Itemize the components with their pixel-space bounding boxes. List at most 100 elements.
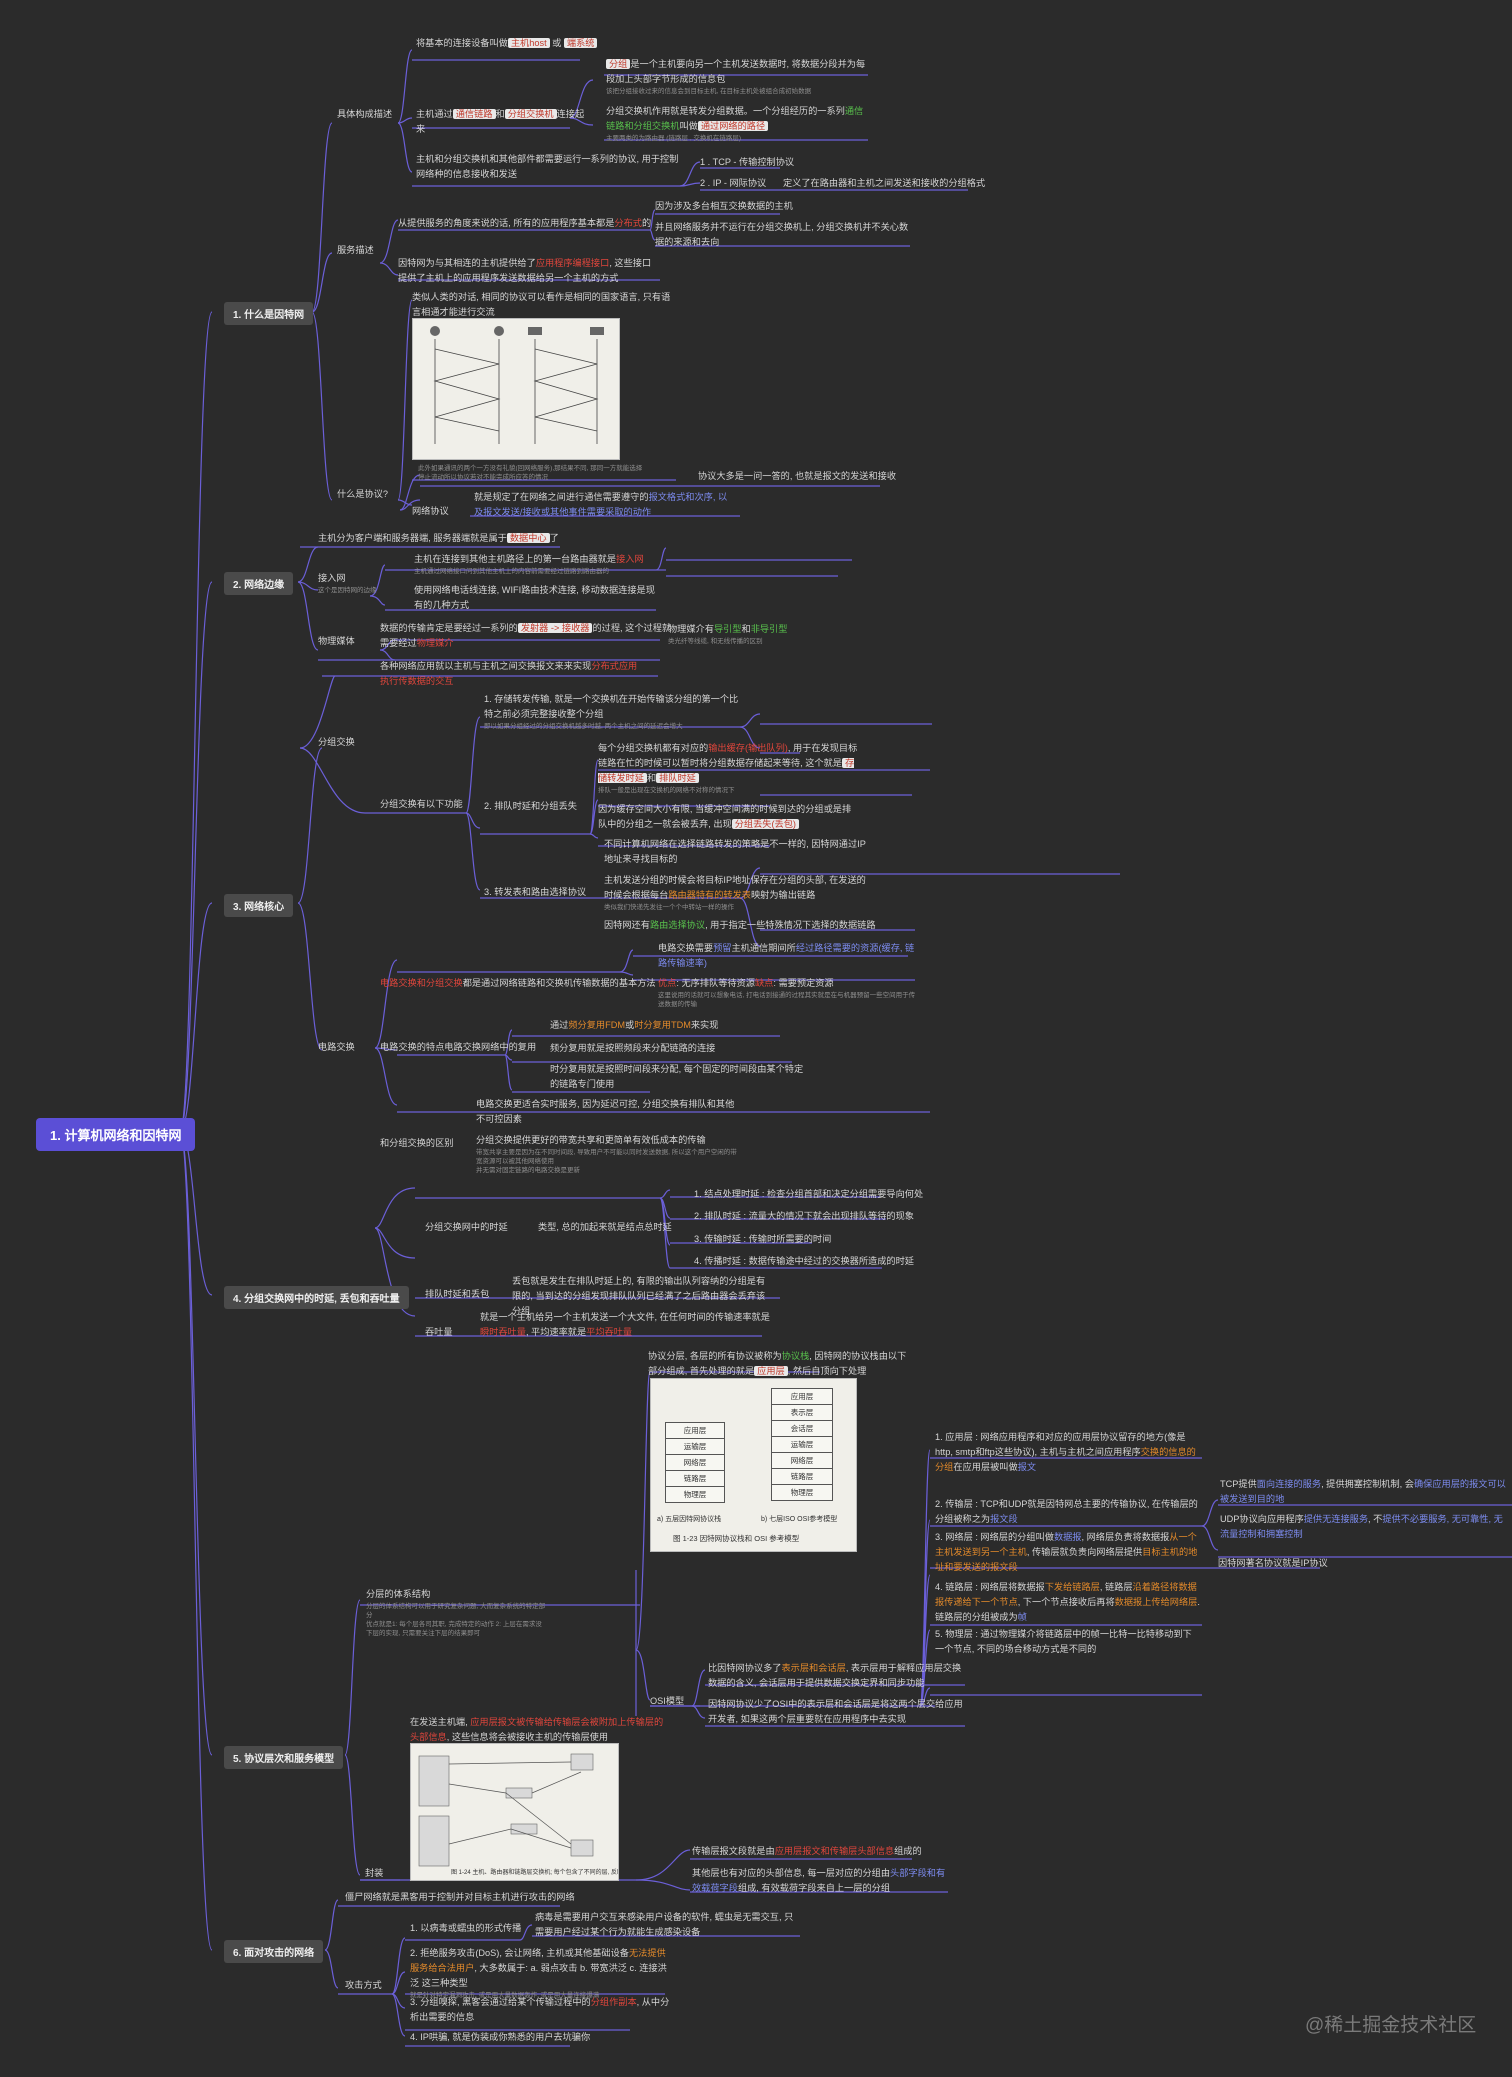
packet-switching[interactable]: 分组交换 [318, 737, 355, 747]
packet-switch-functions[interactable]: 分组交换有以下功能 [380, 799, 463, 809]
vs-realtime: 电路交换更适合实时服务, 因为延迟可控, 分组交换有排队和其他不可控因素 [476, 1099, 735, 1124]
circuit-reserve: 电路交换需要预留主机通信期间所经过路径需要的资源(缓存, 链路传输速率) [658, 941, 918, 971]
physical-media[interactable]: 物理媒体 [318, 636, 355, 646]
access-network[interactable]: 接入网 这个是因特网的边缘 [318, 571, 377, 595]
host-connect: 主机通过通信链路和分组交换机连接起来 [416, 109, 585, 134]
stack-layer: 网络层 [771, 1452, 833, 1469]
text-green: 非导引型 [750, 624, 788, 634]
layer-headers: 其他层也有对应的头部信息, 每一层对应的分组由头部字段和有效载荷字段组成, 有效… [692, 1866, 948, 1896]
physical-desc: 数据的传输肯定是要经过一系列的发射器 -> 接收器的过程, 这个过程就需要经过物… [380, 621, 680, 651]
tx-rx-highlight: 发射器 -> 接收器 [517, 623, 593, 633]
end-system-highlight: 端系统 [563, 38, 598, 48]
section-delay-loss-throughput[interactable]: 4. 分组交换网中的时延, 丢包和吞吐量 [224, 1286, 409, 1309]
text-orange: 表示层和会话层 [781, 1663, 846, 1673]
encapsulation[interactable]: 封装 [365, 1868, 384, 1878]
text: , 平均速率就是 [525, 1327, 587, 1337]
section-network-attacks[interactable]: 6. 面对攻击的网络 [224, 1940, 324, 1963]
branch-service[interactable]: 服务描述 [337, 245, 374, 255]
layered-architecture[interactable]: 分层的体系结构 分层的体系结构可以用于研究复杂问题, 大而复杂系统的特定部分 优… [366, 1587, 546, 1638]
text-blue: 预留 [713, 943, 732, 953]
host-highlight: 主机host [507, 38, 550, 48]
text-red: 瞬时吞吐量 [480, 1327, 526, 1337]
protocol-qa: 协议大多是一问一答的, 也就是报文的发送和接收 [698, 471, 897, 481]
text-red: 分组作副本 [590, 1997, 637, 2007]
note: 排队一般是出现在交换机的网络不对称的情况下 [598, 787, 735, 794]
circuit-basic: 电路交换和分组交换都是通过网络链路和交换机传输数据的基本方法 [380, 976, 656, 991]
text: 2. 传输层 : TCP和UDP就是因特网总主要的传输协议, 在传输层的分组被称… [935, 1499, 1198, 1524]
note: 这个是因特网的边缘 [318, 587, 377, 594]
protocol-analogy: 类似人类的对话, 相同的协议可以看作是相同的国家语言, 只有语言相通才能进行交流 [412, 292, 671, 317]
network-protocol[interactable]: 网络协议 [412, 506, 449, 516]
protocol-figure [412, 318, 620, 460]
text-orange: 时分复用TDM [634, 1020, 691, 1030]
attack-methods[interactable]: 攻击方式 [345, 1980, 382, 1990]
routing-protocol: 因特网还有路由选择协议, 用于指定一些特殊情况下选择的数据链路 [604, 918, 876, 933]
text: , 用于在发现目标链路在忙的时候可以暂时将分组数据存储起来等待, 这个就是 [598, 743, 858, 768]
text: 主机发送分组的时候会将目标IP地址保存在分组的头部, 在发送的时候会根据每台 [604, 875, 866, 900]
section-network-edge[interactable]: 2. 网络边缘 [224, 572, 294, 595]
text: , 然后自顶向下处理 [787, 1366, 867, 1376]
text: 因为缓存空间大小有限, 当缓冲空间满的时候到达的分组或是排队中的分组之一就会被丢… [598, 804, 852, 829]
text-green: 协议栈 [781, 1351, 810, 1361]
botnet: 僵尸网络就是黑客用于控制并对目标主机进行攻击的网络 [345, 1892, 575, 1902]
delay-transmission: 3. 传输时延 : 传输时所需要的时间 [694, 1234, 832, 1244]
stack-layer: 会话层 [771, 1420, 833, 1437]
throughput[interactable]: 吞吐量 [425, 1327, 453, 1337]
circuit-multiplex[interactable]: 电路交换的特点电路交换网络中的复用 [380, 1042, 537, 1052]
branch-protocol[interactable]: 什么是协议? [337, 489, 389, 499]
section-protocol-layers[interactable]: 5. 协议层次和服务模型 [224, 1746, 344, 1769]
text: 就是规定了在网络之间进行通信需要遵守的 [474, 492, 649, 502]
text-blue: 数据报 [1053, 1532, 1082, 1542]
text: 分组交换提供更好的带宽共享和更简单有效低成本的传输 [476, 1135, 706, 1145]
switch-role: 分组交换机作用就是转发分组数据。一个分组经历的一系列通信链路和分组交换机叫做通过… [606, 104, 868, 143]
text-orange: 交换的信息的分组 [935, 1447, 1196, 1472]
encapsulation-figure: 图 1-24 主机、路由器和链路层交换机; 每个包含了不同的层, 反映了其功能差… [410, 1743, 659, 1881]
text: , 这些信息将会被接收主机的传输层使用 [446, 1732, 609, 1742]
section-network-core[interactable]: 3. 网络核心 [224, 894, 294, 917]
core-intro: 各种网络应用就以主机与主机之间交换报文来来实现分布式应用执行传数据的交互 [380, 659, 640, 689]
osi-model[interactable]: OSI模型 [650, 1696, 685, 1706]
text: 都是通过网络链路和交换机传输数据的基本方法 [462, 978, 656, 988]
branch-composition[interactable]: 具体构成描述 [337, 109, 393, 119]
text-red: 缺点 [754, 978, 774, 988]
vs-packet[interactable]: 和分组交换的区别 [380, 1138, 454, 1148]
stack-layer: 运输层 [771, 1436, 833, 1453]
delay-types[interactable]: 分组交换网中的时延 [425, 1222, 508, 1232]
text: , 传输层就负责向网络层提供 [1026, 1547, 1143, 1557]
text: 来实现 [690, 1020, 719, 1030]
text-blue: 提供无连接服务 [1303, 1514, 1369, 1524]
stack-layer: 网络层 [665, 1454, 725, 1471]
text-blue: 帧 [1017, 1612, 1027, 1622]
forwarding-table[interactable]: 3. 转发表和路由选择协议 [484, 887, 587, 897]
root-node[interactable]: 1. 计算机网络和因特网 [36, 1118, 196, 1151]
osi-extra: 比因特网协议多了表示层和会话层, 表示层用于解释应用层交换数据的含义, 会话层用… [708, 1661, 966, 1691]
text-red: 优点 [658, 978, 677, 988]
text: : 无序排队等待资源 [676, 978, 755, 988]
text-blue: 经过路径需要的资源(缓存, 链路传输速率) [658, 943, 915, 968]
circuit-pros-cons: 优点: 无序排队等待资源缺点: 需要预定资源 这里说用的话就可以想象电话, 打电… [658, 976, 918, 1009]
loss-desc: 丢包就是发生在排队时延上的, 有限的输出队列容纳的分组是有限的, 当到达的分组发… [512, 1276, 766, 1316]
circuit-switching[interactable]: 电路交换 [318, 1042, 355, 1052]
text: TCP提供 [1220, 1479, 1257, 1489]
note: 主机通过网络接口问到其他主机上的内容前需要经过链路到路由器的 [414, 568, 609, 575]
datacenter-highlight: 数据中心 [506, 533, 550, 543]
text: 2. 拒绝服务攻击(DoS), 会让网络, 主机或其他基础设备 [410, 1948, 629, 1958]
note: 分层的体系结构可以用于研究复杂问题, 大而复杂系统的特定部分 优点就是1: 每个… [366, 1603, 546, 1637]
text: 因特网为与其相连的主机提供给了 [398, 258, 536, 268]
text: 了 [549, 533, 559, 543]
text: 电路交换需要 [658, 943, 714, 953]
app-layer-highlight: 应用层 [754, 1366, 788, 1376]
queue-and-loss[interactable]: 排队时延和丢包 [425, 1289, 490, 1299]
text: , 用于指定一些特殊情况下选择的数据链路 [705, 920, 876, 930]
queue-loss[interactable]: 2. 排队时延和分组丢失 [484, 801, 577, 811]
path-highlight: 通过网络的路径 [697, 121, 769, 131]
text: 数据的传输肯定是要经过一系列的 [380, 623, 518, 633]
section-what-is-internet[interactable]: 1. 什么是因特网 [224, 302, 314, 325]
note: 带宽共享主要是因为在不同时间段, 导致用户不可能以同时发送数据, 所以这个用户空… [476, 1149, 737, 1174]
text: 在发送主机端, [410, 1717, 471, 1727]
text: 将基本的连接设备叫做 [416, 38, 508, 48]
text: , 网络层负责将数据报 [1081, 1532, 1170, 1542]
text: 其他层也有对应的头部信息, 每一层对应的分组由 [692, 1868, 891, 1878]
text: 组成的 [894, 1846, 922, 1856]
text: 3. 网络层 : 网络层的分组叫做 [935, 1532, 1054, 1542]
